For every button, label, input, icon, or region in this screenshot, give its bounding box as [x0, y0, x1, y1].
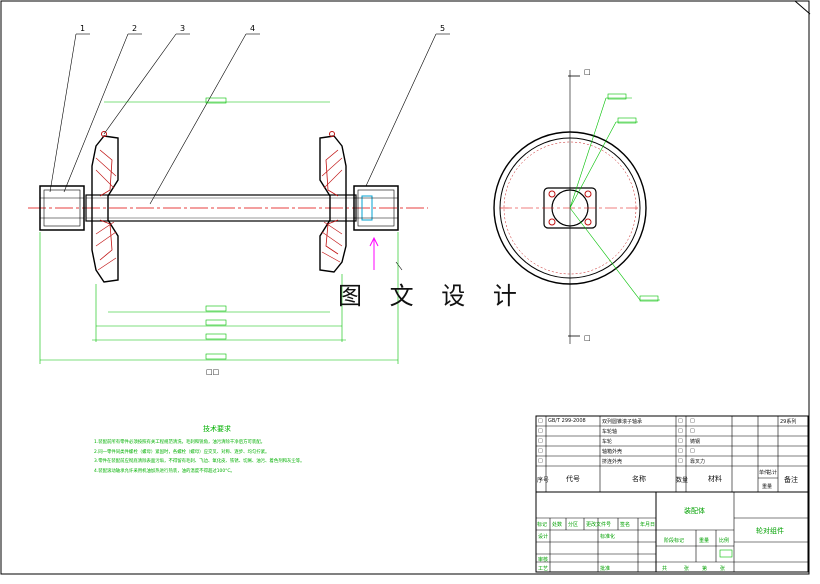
balloon-3: 3 [180, 24, 185, 33]
row-design: 设计 [538, 534, 549, 540]
corner-mark [794, 0, 811, 15]
requirement-item: 4.装配滚动轴承允许采用机油加热进行热装，油的温度不得超过100°C。 [94, 468, 235, 474]
bom-material: 靠叉力 [690, 459, 706, 465]
side-view: □ □ [493, 68, 660, 344]
bom-header-code: 代号 [566, 475, 580, 483]
bom-code: GB/T 299-2008 [548, 418, 586, 424]
col-count: 处数 [552, 522, 563, 528]
bom-index: □ [538, 458, 543, 464]
right-wheel [319, 131, 347, 273]
bom-header-mass: 重量 [762, 484, 773, 490]
weight-label: 重量 [699, 538, 710, 544]
bom-index: □ [538, 428, 543, 434]
bom-header-qty: 数量 [676, 477, 689, 484]
balloon-5: 5 [440, 24, 445, 33]
bom-index: □ [538, 448, 543, 454]
bom-qty: □ [678, 428, 683, 434]
section-arrow [369, 236, 403, 271]
bom-qty: □ [678, 438, 683, 444]
section-label-bottom: □ [584, 334, 591, 342]
bom-remark: 29系列 [780, 419, 797, 425]
dimension-lines [39, 97, 399, 364]
sheet-unit: 张 [720, 566, 726, 572]
col-marks: 标记 [537, 522, 548, 528]
bom-header-index: 序号 [537, 477, 550, 484]
col-date: 年月日 [640, 522, 656, 528]
bom-header-total: 总计 [767, 470, 778, 476]
requirement-item: 2.同一零件同类件螺栓（螺母）紧固时，各螺栓（螺母）应交叉、对称、逐步、均匀拧紧… [94, 449, 270, 455]
drawing-title: 装配体 [684, 507, 705, 515]
col-zone: 分区 [568, 522, 579, 528]
bom-name: 挤连外壳 [602, 459, 623, 465]
technical-requirements-title: 技术要求 [203, 425, 231, 433]
bom-index: □ [538, 438, 543, 444]
sheet-no: 第 [702, 566, 708, 572]
right-axle-box [353, 185, 399, 231]
wheel-outer [493, 131, 647, 285]
title-block-grid [535, 415, 809, 573]
section-label-top: □ [584, 68, 591, 76]
scale-label: 比例 [719, 538, 730, 544]
sheets-unit: 张 [684, 566, 690, 572]
sheets-total: 共 [662, 566, 668, 572]
bom-material: 铸钢 [690, 439, 701, 445]
part-name: 轮对组件 [756, 527, 784, 535]
front-view [28, 33, 450, 364]
row-process: 工艺 [538, 566, 549, 572]
bom-qty: □ [678, 418, 683, 424]
balloon-2: 2 [132, 24, 137, 33]
watermark: 图 文 设 计 [338, 282, 527, 310]
axle [85, 194, 357, 222]
stage-mark: 阶段标记 [664, 538, 685, 544]
bom-material: □ [690, 428, 695, 434]
row-standardize: 标准化 [600, 534, 616, 540]
bom-material: □ [690, 418, 695, 424]
bom-name: 车轮轴 [602, 429, 618, 435]
col-change-doc: 更改文件号 [586, 522, 612, 528]
row-approve: 批准 [600, 566, 611, 572]
balloon-4: 4 [250, 24, 255, 33]
left-wheel [91, 131, 119, 283]
bom-header-remark: 备注 [784, 476, 798, 484]
dimension-box-label: □□ [206, 368, 219, 376]
left-axle-box [39, 185, 85, 231]
bom-material: □ [690, 448, 695, 454]
bom-qty: □ [678, 458, 683, 464]
bom-name: 双列圆锥滚子轴承 [602, 419, 643, 425]
balloon-leaders [49, 33, 450, 205]
requirement-item: 1.装配前所有零件必须按照有关工程规范清洗，毛刺和锐角，油污清除干净后方可装配。 [94, 440, 266, 445]
bom-name: 车轮 [602, 439, 613, 445]
sheet-border [0, 0, 810, 575]
bom-header-material: 材料 [708, 475, 722, 483]
technical-requirements: 1.装配前所有零件必须按照有关工程规范清洗，毛刺和锐角，油污清除干净后方可装配。… [94, 438, 414, 476]
bom-header-name: 名称 [632, 475, 646, 483]
bom-index: □ [538, 418, 543, 424]
bom-header-single: 单件 [759, 470, 770, 476]
col-signature: 签名 [620, 522, 631, 528]
bom-name: 轴箱外壳 [602, 449, 623, 455]
row-review: 审核 [538, 557, 549, 563]
bom-qty: □ [678, 448, 683, 454]
balloon-1: 1 [80, 24, 85, 33]
requirement-item: 3.零件在装配前应彻底清除表面污垢，不得留有毛刺、飞边、氧化皮、铁锈、切屑、油污… [94, 459, 305, 464]
